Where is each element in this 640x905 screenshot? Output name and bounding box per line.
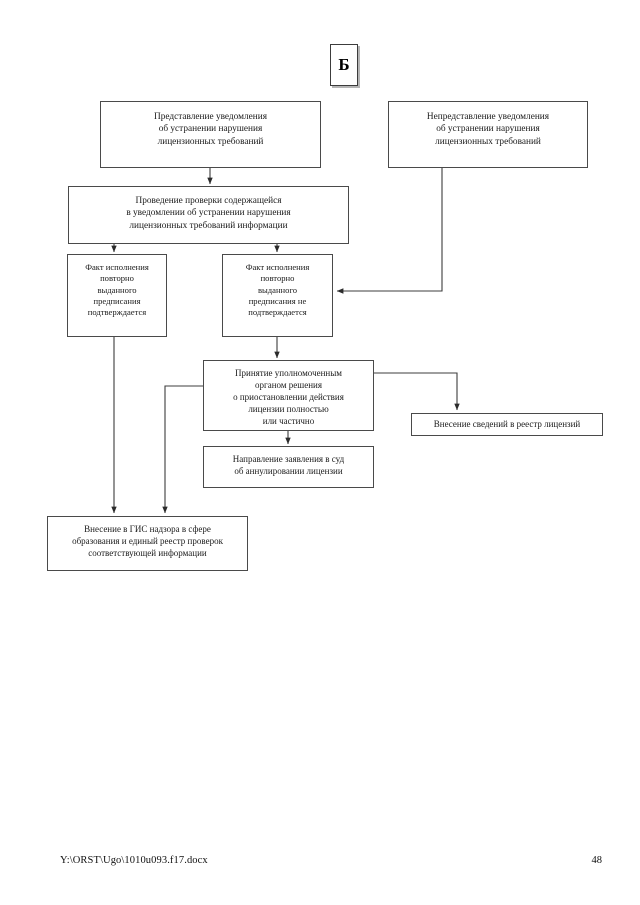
footer-page-number: 48 <box>591 855 603 866</box>
node-label: Внесение в ГИС надзора в сфере образован… <box>72 524 223 558</box>
node-label: Направление заявления в суд об аннулиров… <box>232 454 345 476</box>
node-prinyatie-resheniya: Принятие уполномоченным органом решения … <box>203 360 374 431</box>
node-fakt-ispolneniya-ne-podtverzhdaetsya: Факт исполнения повторно выданного предп… <box>222 254 333 337</box>
node-napravlenie-zayavleniya-sud: Направление заявления в суд об аннулиров… <box>203 446 374 488</box>
node-label: Проведение проверки содержащейся в уведо… <box>126 196 291 231</box>
edge-prinyatie-reestr <box>374 372 460 411</box>
edge-nepredstavlenie-fakt-no <box>336 168 443 294</box>
edge-prinyatie-gis <box>162 385 203 514</box>
node-vnesenie-svedeniy-reestr: Внесение сведений в реестр лицензий <box>411 413 603 436</box>
section-label-text: Б <box>338 55 350 74</box>
node-predstavlenie-uvedomleniya: Представление уведомления об устранении … <box>100 101 321 168</box>
node-provedenie-proverki: Проведение проверки содержащейся в уведо… <box>68 186 349 244</box>
page-footer: Y:\ORST\Ugo\1010u093.f17.docx 48 <box>0 855 640 879</box>
node-label: Непредставление уведомления об устранени… <box>426 112 550 147</box>
node-vnesenie-gis-nadzora: Внесение в ГИС надзора в сфере образован… <box>47 516 248 571</box>
node-label: Внесение сведений в реестр лицензий <box>433 418 581 429</box>
node-label: Факт исполнения повторно выданного предп… <box>245 262 310 318</box>
node-fakt-ispolneniya-podtverzhdaetsya: Факт исполнения повторно выданного предп… <box>67 254 167 337</box>
section-label-box: Б <box>330 44 358 86</box>
node-label: Представление уведомления об устранении … <box>153 112 268 147</box>
node-label: Факт исполнения повторно выданного предп… <box>85 262 149 318</box>
node-label: Принятие уполномоченным органом решения … <box>233 368 344 426</box>
node-nepredstavlenie-uvedomleniya: Непредставление уведомления об устранени… <box>388 101 588 168</box>
footer-file-path: Y:\ORST\Ugo\1010u093.f17.docx <box>60 855 208 866</box>
